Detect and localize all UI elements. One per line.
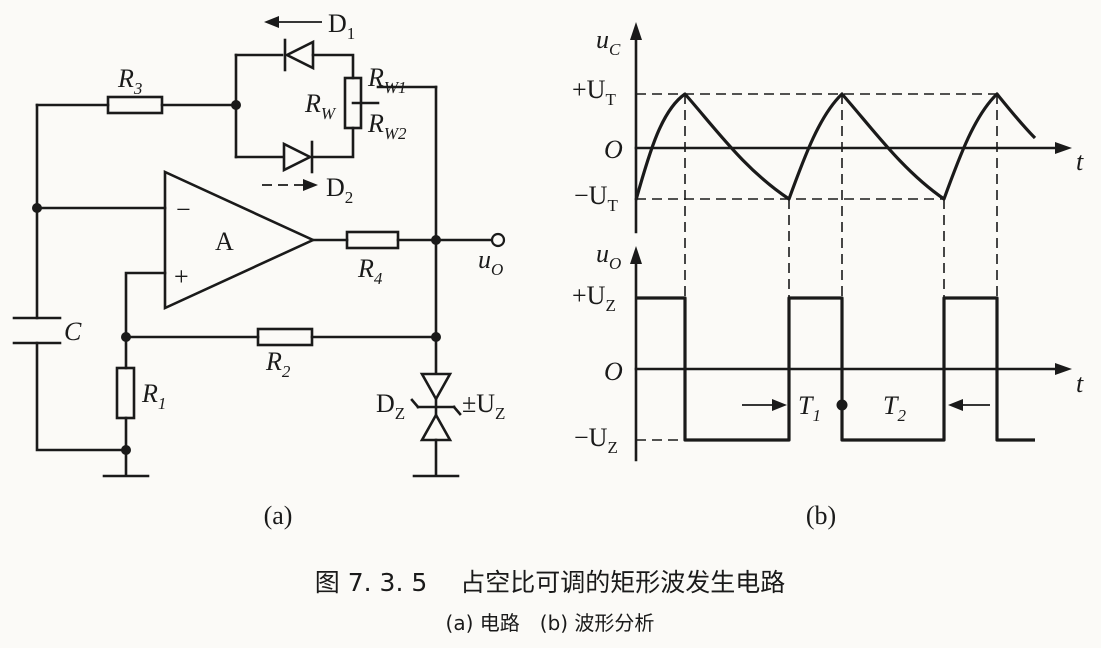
label-minus-uz: −UZ <box>574 423 618 457</box>
resistor-r1 <box>115 366 136 420</box>
label-uc-axis: uC <box>596 25 621 59</box>
opamp-label: A <box>215 227 234 256</box>
opamp-plus-label: + <box>174 262 189 291</box>
label-uo-axis: uO <box>596 239 621 273</box>
potentiometer-rw <box>343 76 363 130</box>
label-t1: T1 <box>798 391 821 425</box>
resistor-r3 <box>106 95 164 115</box>
label-rw2: RW2 <box>367 109 407 143</box>
label-output: uO <box>478 245 503 279</box>
circuit-diagram: A − + R3 R4 R2 R1 RW RW1 RW2 D1 D2 DZ ±U… <box>12 9 506 478</box>
label-t-bottom: t <box>1076 369 1084 398</box>
waveform-diagram: uC uO +UT O −UT +UZ O −UZ t t T1 T2 <box>572 22 1084 462</box>
d1-current-arrow <box>264 16 322 28</box>
subfigure-label-a: (a) <box>264 501 293 530</box>
uo-waveform <box>636 296 1035 442</box>
label-r2: R2 <box>265 347 291 381</box>
d2-current-arrow <box>262 179 318 191</box>
circuit-wires <box>35 53 494 476</box>
opamp-minus-label: − <box>176 195 191 224</box>
t1-arrow <box>742 399 787 411</box>
label-uz: ±UZ <box>462 389 505 423</box>
t1-t2-boundary-dot <box>836 399 848 411</box>
figure-subtitle: (a) 电路 (b) 波形分析 <box>446 611 655 635</box>
label-origin-top: O <box>604 135 623 164</box>
label-r4: R4 <box>357 254 383 288</box>
junction-dots <box>32 100 441 455</box>
output-terminal <box>490 232 506 248</box>
label-origin-bottom: O <box>604 357 623 386</box>
diode-d1 <box>283 38 315 72</box>
label-d1: D1 <box>328 9 355 43</box>
opamp-a <box>163 169 317 311</box>
subfigure-label-b: (b) <box>806 501 836 530</box>
label-plus-uz: +UZ <box>572 281 616 315</box>
label-plus-ut: +UT <box>572 75 616 109</box>
diode-d2 <box>282 140 314 174</box>
zener-diode-dz <box>410 372 462 442</box>
label-d2: D2 <box>326 173 353 207</box>
label-t-top: t <box>1076 147 1084 176</box>
label-rw1: RW1 <box>367 63 407 97</box>
label-r1: R1 <box>141 379 166 413</box>
label-r3: R3 <box>117 64 142 98</box>
uc-axes <box>630 22 1072 234</box>
capacitor-c <box>12 316 62 345</box>
label-rw: RW <box>304 89 337 123</box>
resistor-r2 <box>256 327 314 347</box>
label-minus-ut: −UT <box>574 181 618 215</box>
label-t2: T2 <box>883 391 906 425</box>
figure-title: 图 7. 3. 5 占空比可调的矩形波发生电路 <box>315 568 785 597</box>
uo-axes <box>630 246 1072 462</box>
resistor-r4 <box>345 230 400 250</box>
label-capacitor: C <box>64 317 82 346</box>
label-dz: DZ <box>376 389 405 423</box>
uc-waveform <box>634 92 1037 201</box>
reference-lines <box>636 93 1000 441</box>
t2-arrow <box>948 399 990 411</box>
